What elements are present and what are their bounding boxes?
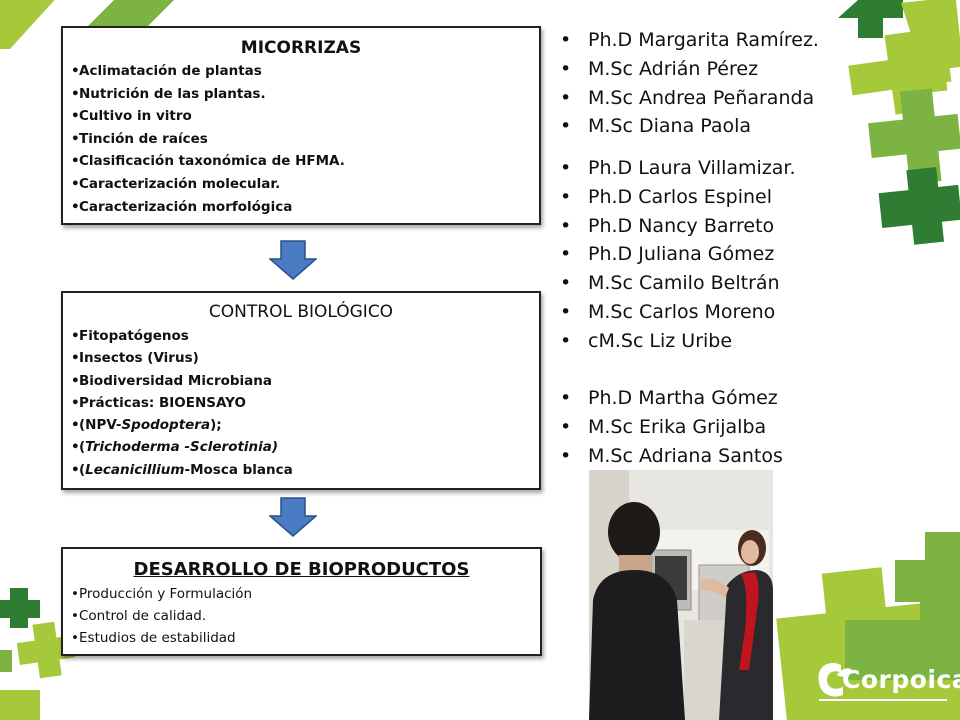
researchers-list-control: Ph.D Laura Villamizar. Ph.D Carlos Espin… xyxy=(560,154,796,356)
list-item: M.Sc Andrea Peñaranda xyxy=(560,84,819,113)
down-arrow-icon xyxy=(269,497,317,537)
list-item: Cultivo in vitro xyxy=(71,105,539,128)
list-item: Ph.D Carlos Espinel xyxy=(560,183,796,212)
micorrizas-list: Aclimatación de plantas Nutrición de las… xyxy=(63,60,539,218)
green-cross-icon xyxy=(0,0,174,49)
list-item: Control de calidad. xyxy=(71,605,540,627)
list-item: Ph.D Martha Gómez xyxy=(560,384,783,413)
micorrizas-box: MICORRIZAS Aclimatación de plantas Nutri… xyxy=(61,26,541,225)
list-item: Clasificación taxonómica de HFMA. xyxy=(71,150,539,173)
list-item: M.Sc Adriana Santos xyxy=(560,442,783,471)
list-item: M.Sc Carlos Moreno xyxy=(560,298,796,327)
list-item: (NPV-Spodoptera); xyxy=(71,414,539,437)
list-item: Estudios de estabilidad xyxy=(71,627,540,649)
micorrizas-title: MICORRIZAS xyxy=(240,38,362,58)
down-arrow-icon xyxy=(269,240,317,280)
list-item: Tinción de raíces xyxy=(71,128,539,151)
green-cross-icon xyxy=(0,588,76,720)
list-item: (Trichoderma -Sclerotinia) xyxy=(71,436,539,459)
list-item: Insectos (Virus) xyxy=(71,347,539,370)
list-item: M.Sc Camilo Beltrán xyxy=(560,269,796,298)
corpoica-logo: Corpoica xyxy=(815,655,960,703)
list-item: Prácticas: BIOENSAYO xyxy=(71,392,539,415)
control-title: CONTROL BIOLÓGICO xyxy=(208,302,394,322)
lab-photo xyxy=(589,470,773,720)
list-item: Producción y Formulación xyxy=(71,583,540,605)
list-item: (Lecanicillium-Mosca blanca xyxy=(71,459,539,482)
logo-text: Corpoica xyxy=(842,665,960,694)
list-item: M.Sc Adrián Pérez xyxy=(560,55,819,84)
list-item: M.Sc Erika Grijalba xyxy=(560,413,783,442)
list-item: Ph.D Laura Villamizar. xyxy=(560,154,796,183)
list-item: cM.Sc Liz Uribe xyxy=(560,327,796,356)
list-item: Caracterización molecular. xyxy=(71,173,539,196)
list-item: Aclimatación de plantas xyxy=(71,60,539,83)
green-cross-icon xyxy=(838,0,960,245)
list-item: Caracterización morfológica xyxy=(71,196,539,219)
list-item: M.Sc Diana Paola xyxy=(560,112,819,141)
list-item: Biodiversidad Microbiana xyxy=(71,370,539,393)
list-item: Nutrición de las plantas. xyxy=(71,83,539,106)
desarrollo-bioproductos-box: DESARROLLO DE BIOPRODUCTOS Producción y … xyxy=(61,547,542,656)
corpoica-leaf-icon xyxy=(818,663,947,701)
control-biologico-box: CONTROL BIOLÓGICO Fitopatógenos Insectos… xyxy=(61,291,541,490)
desarrollo-list: Producción y Formulación Control de cali… xyxy=(63,583,540,649)
list-item: Ph.D Juliana Gómez xyxy=(560,240,796,269)
researchers-list-desarrollo: Ph.D Martha Gómez M.Sc Erika Grijalba M.… xyxy=(560,384,783,470)
list-item: Ph.D Nancy Barreto xyxy=(560,212,796,241)
list-item: Ph.D Margarita Ramírez. xyxy=(560,26,819,55)
control-list: Fitopatógenos Insectos (Virus) Biodivers… xyxy=(63,325,539,481)
researchers-list-micorrizas: Ph.D Margarita Ramírez. M.Sc Adrián Pére… xyxy=(560,26,819,141)
list-item: Fitopatógenos xyxy=(71,325,539,348)
desarrollo-title: DESARROLLO DE BIOPRODUCTOS xyxy=(133,559,470,580)
